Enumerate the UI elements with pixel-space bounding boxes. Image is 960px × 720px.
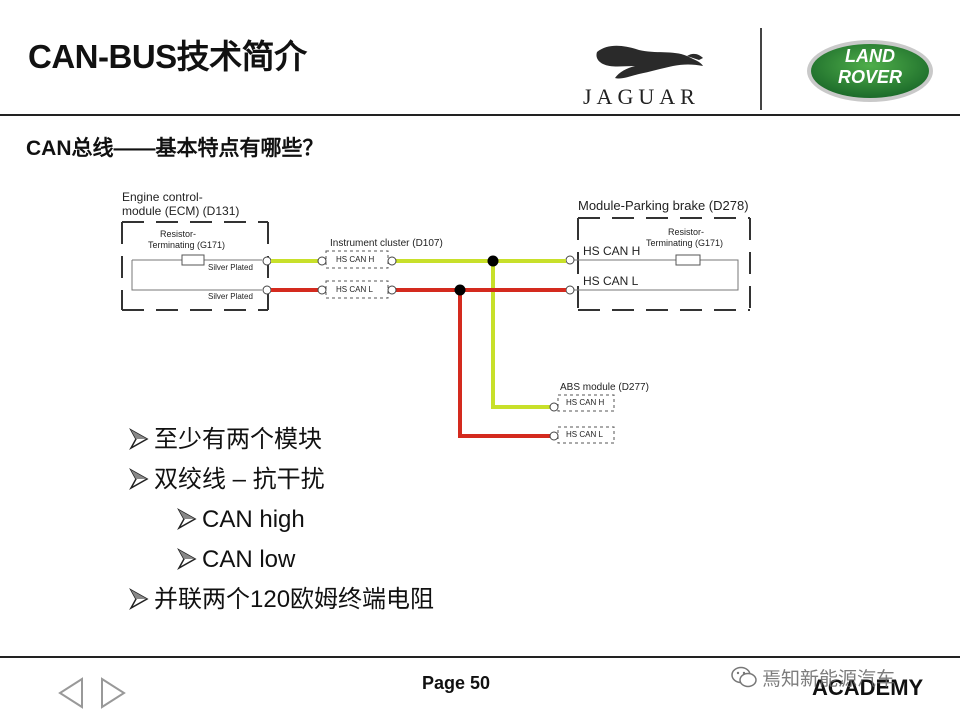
parking-brake-title: Module-Parking brake (D278)	[578, 198, 749, 213]
ic-pin-low-in	[317, 285, 327, 295]
abs-pin-high	[549, 402, 559, 412]
ic-can-h: HS CAN H	[336, 255, 374, 264]
instrument-cluster-title: Instrument cluster (D107)	[330, 238, 443, 249]
ecm-title-2: module (ECM) (D131)	[122, 204, 239, 218]
bullet-list: 至少有两个模块 双绞线 – 抗干扰 CAN high CAN low 并联两个1…	[128, 420, 434, 620]
ecm-resistor-icon	[181, 254, 205, 266]
ic-pin-low-out	[387, 285, 397, 295]
pb-can-h: HS CAN H	[583, 244, 640, 258]
bullet-arrow-icon	[129, 588, 149, 610]
bullet-arrow-icon	[177, 508, 197, 530]
pb-internal-wiring	[574, 259, 739, 291]
chevron-left-icon	[58, 677, 83, 709]
bullet-arrow-icon	[177, 548, 197, 570]
parking-brake-outline	[577, 217, 751, 311]
bullet-item: 双绞线 – 抗干扰	[128, 460, 434, 500]
ecm-plate-low: Silver Plated	[208, 292, 253, 301]
footer-rule	[0, 656, 960, 658]
abs-can-l: HS CAN L	[566, 430, 603, 439]
abs-pin-low	[549, 431, 559, 441]
ic-can-h-box	[325, 250, 389, 269]
can-high-wire	[271, 259, 566, 409]
header-rule	[0, 114, 960, 116]
ecm-title-1: Engine control-	[122, 190, 203, 204]
ecm-pin-high	[262, 256, 272, 266]
abs-can-h-box	[557, 394, 615, 412]
ic-can-l: HS CAN L	[336, 285, 373, 294]
bullet-arrow-icon	[129, 428, 149, 450]
pb-can-l: HS CAN L	[583, 274, 639, 288]
bullet-item: 并联两个120欧姆终端电阻	[128, 580, 434, 620]
bullet-item: 至少有两个模块	[128, 420, 434, 460]
abs-can-l-box	[557, 426, 615, 444]
page-number: Page 50	[422, 673, 491, 693]
pb-pin-high	[565, 255, 575, 265]
abs-title: ABS module (D277)	[560, 382, 649, 393]
pb-resistor-icon	[675, 254, 701, 266]
ic-pin-high-out	[387, 256, 397, 266]
watermark: 焉知新能源汽车	[762, 669, 896, 690]
pb-pin-low	[565, 285, 575, 295]
next-slide-button[interactable]	[98, 676, 128, 710]
previous-slide-button[interactable]	[56, 676, 86, 710]
can-low-wire	[271, 288, 566, 438]
ecm-outline	[121, 221, 269, 311]
can-low-junction	[454, 284, 466, 296]
jaguar-leaper-logo-icon	[596, 45, 703, 79]
land-rover-logo-icon	[807, 40, 933, 102]
bullet-arrow-icon	[129, 468, 149, 490]
can-high-junction	[487, 255, 499, 267]
bullet-item: CAN low	[128, 540, 434, 580]
subtitle: CAN总线——基本特点有哪些？	[26, 137, 324, 160]
ecm-internal-wiring	[131, 259, 262, 291]
ecm-resistor-label-1: Resistor-	[160, 229, 196, 239]
land-rover-wordmark: LAND ROVER	[837, 46, 902, 87]
header-divider	[760, 28, 762, 110]
pb-resistor-label-2: Terminating (G171)	[646, 238, 723, 248]
ic-can-l-box	[325, 280, 389, 299]
abs-can-h: HS CAN H	[566, 398, 604, 407]
pb-resistor-label-1: Resistor-	[668, 227, 704, 237]
ecm-resistor-label-2: Terminating (G171)	[148, 240, 225, 250]
ecm-pin-low	[262, 285, 272, 295]
wechat-icon	[731, 666, 757, 688]
chevron-right-icon	[101, 677, 126, 709]
jaguar-wordmark: JAGUAR	[583, 84, 700, 109]
ic-pin-high-in	[317, 256, 327, 266]
ecm-plate-high: Silver Plated	[208, 263, 253, 272]
slide-title: CAN-BUS技术简介	[28, 38, 307, 75]
academy-label: ACADEMY	[812, 675, 924, 700]
bullet-item: CAN high	[128, 500, 434, 540]
